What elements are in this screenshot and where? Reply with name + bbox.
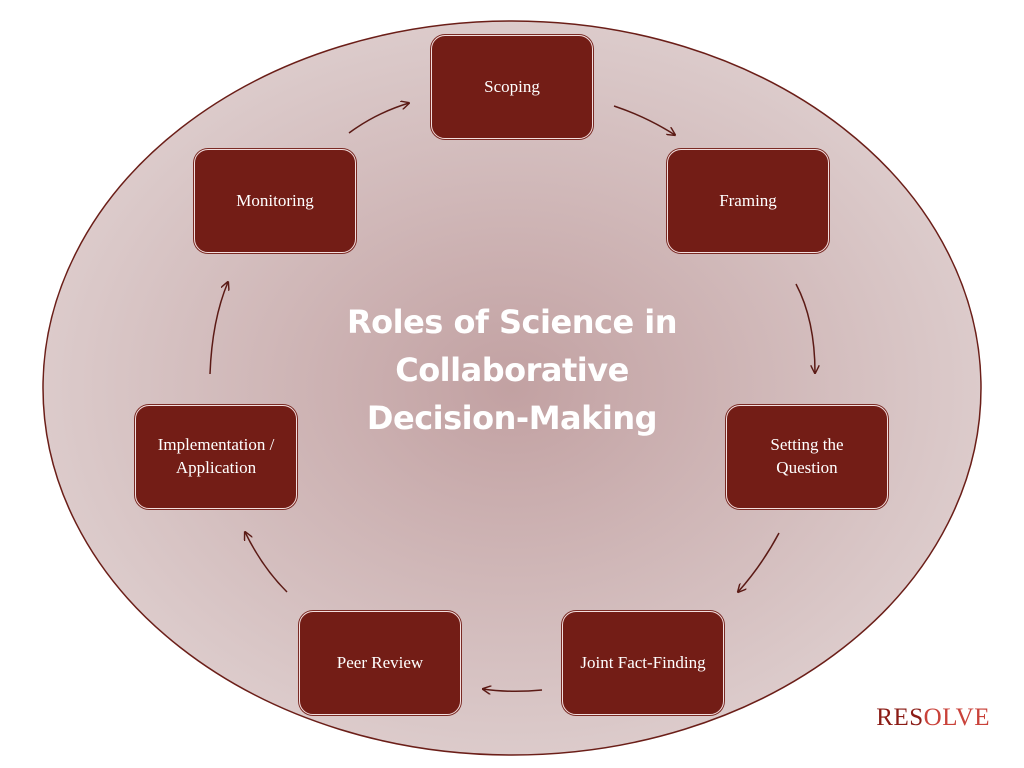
- arrow-setting-question-to-joint-fact-finding: [738, 532, 780, 592]
- logo-text-o: O: [923, 704, 943, 731]
- cycle-arrows: [209, 103, 815, 691]
- step-monitoring-label: Monitoring: [236, 190, 314, 210]
- step-joint-fact-finding-label: Joint Fact-Finding: [580, 652, 706, 672]
- arrow-joint-fact-finding-to-peer-review: [483, 689, 543, 691]
- step-scoping-label: Scoping: [484, 76, 540, 96]
- step-setting-the-question-label: Setting the Question: [770, 435, 844, 477]
- step-setting-the-question: Setting the Question: [726, 405, 888, 509]
- arrow-implementation-to-monitoring: [209, 282, 228, 375]
- step-monitoring: Monitoring: [194, 149, 356, 253]
- logo-text-res: RES: [876, 704, 924, 731]
- arrow-peer-review-to-implementation: [245, 532, 288, 593]
- step-framing-label: Framing: [719, 190, 777, 210]
- step-implementation-application: Implementation / Application: [135, 405, 297, 509]
- logo-text-lve: LVE: [942, 704, 990, 731]
- step-scoping: Scoping: [431, 35, 593, 139]
- step-peer-review: Peer Review: [299, 611, 461, 715]
- step-implementation-application-label: Implementation / Application: [157, 435, 275, 477]
- arrow-framing-to-setting-question: [795, 283, 815, 373]
- arrow-scoping-to-framing: [613, 105, 675, 135]
- resolve-logo: RESOLVE: [876, 704, 990, 732]
- diagram-title: Roles of Science in Collaborative Decisi…: [346, 303, 678, 437]
- step-joint-fact-finding: Joint Fact-Finding: [562, 611, 724, 715]
- arrow-monitoring-to-scoping: [348, 103, 409, 134]
- step-framing: Framing: [667, 149, 829, 253]
- step-peer-review-label: Peer Review: [336, 652, 424, 672]
